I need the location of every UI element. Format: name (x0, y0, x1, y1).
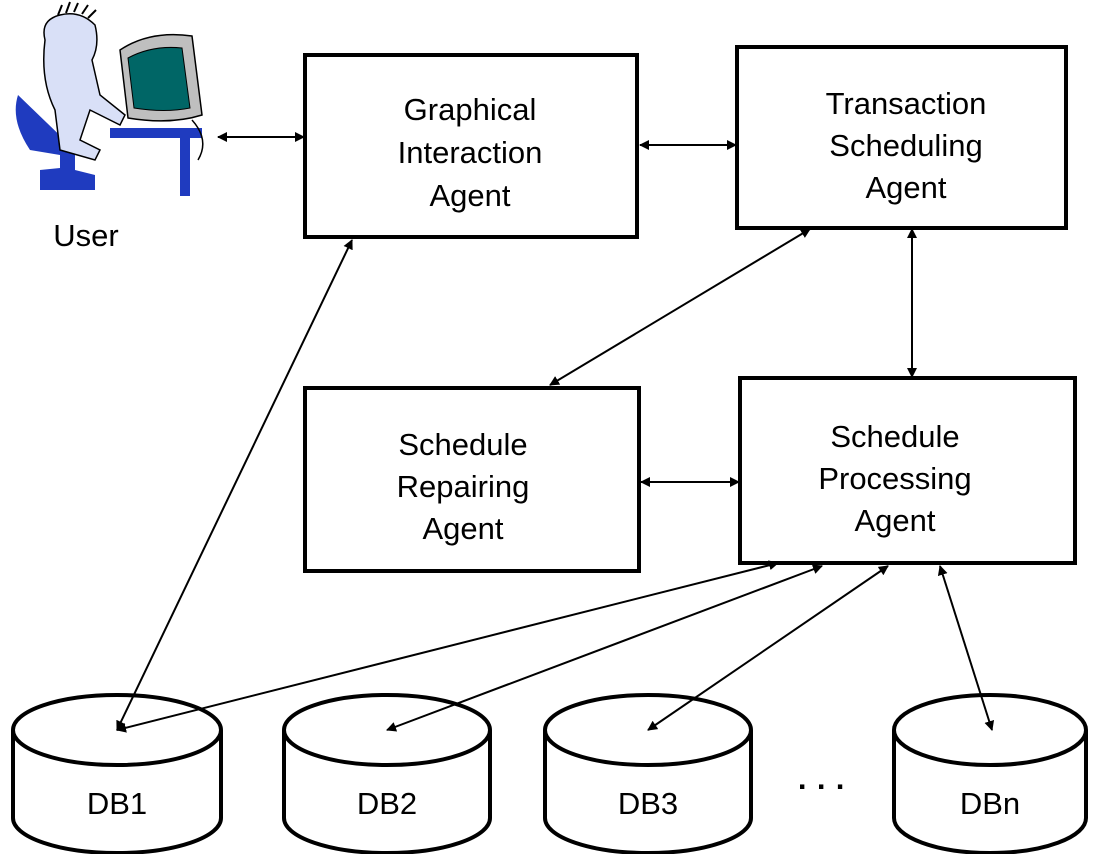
agent-label-line: Transaction (826, 86, 987, 121)
agent-label-line: Schedule (398, 427, 527, 462)
user-label: User (53, 218, 118, 253)
agent-label-line: Repairing (397, 469, 530, 504)
connector-arrows (116, 132, 995, 733)
user-at-computer-icon (15, 1, 204, 196)
agent-label-line: Interaction (398, 135, 543, 170)
agent-label-line: Agent (422, 511, 503, 546)
agent-label-line: Graphical (404, 92, 537, 127)
transaction-scheduling-agent-box: Transaction Scheduling Agent (735, 45, 1068, 230)
agent-label-line: Scheduling (829, 128, 982, 163)
graphical-interaction-agent-box: Graphical Interaction Agent (303, 53, 639, 239)
schedule-processing-agent-box: Schedule Processing Agent (738, 376, 1077, 565)
agent-label-line: Processing (818, 461, 971, 496)
arrow-transaction-repairing (549, 228, 811, 386)
database-cylinder-db1: DB1 (11, 693, 223, 854)
agent-label-line: Agent (854, 503, 935, 538)
database-cylinder-dbn: DBn (892, 693, 1088, 854)
arrow-processing-dbn (937, 565, 995, 731)
schedule-repairing-agent-box: Schedule Repairing Agent (303, 386, 641, 573)
arrow-processing-db3 (647, 565, 889, 731)
database-cylinder-db3: DB3 (543, 693, 753, 854)
database-cylinder-db2: DB2 (282, 693, 492, 854)
database-label: DBn (960, 786, 1020, 821)
database-label: DB1 (87, 786, 147, 821)
agent-label-line: Agent (429, 178, 510, 213)
ellipsis: · · · (798, 769, 846, 804)
agent-label-line: Schedule (830, 419, 959, 454)
agent-label-line: Agent (865, 170, 946, 205)
database-label: DB2 (357, 786, 417, 821)
database-label: DB3 (618, 786, 678, 821)
